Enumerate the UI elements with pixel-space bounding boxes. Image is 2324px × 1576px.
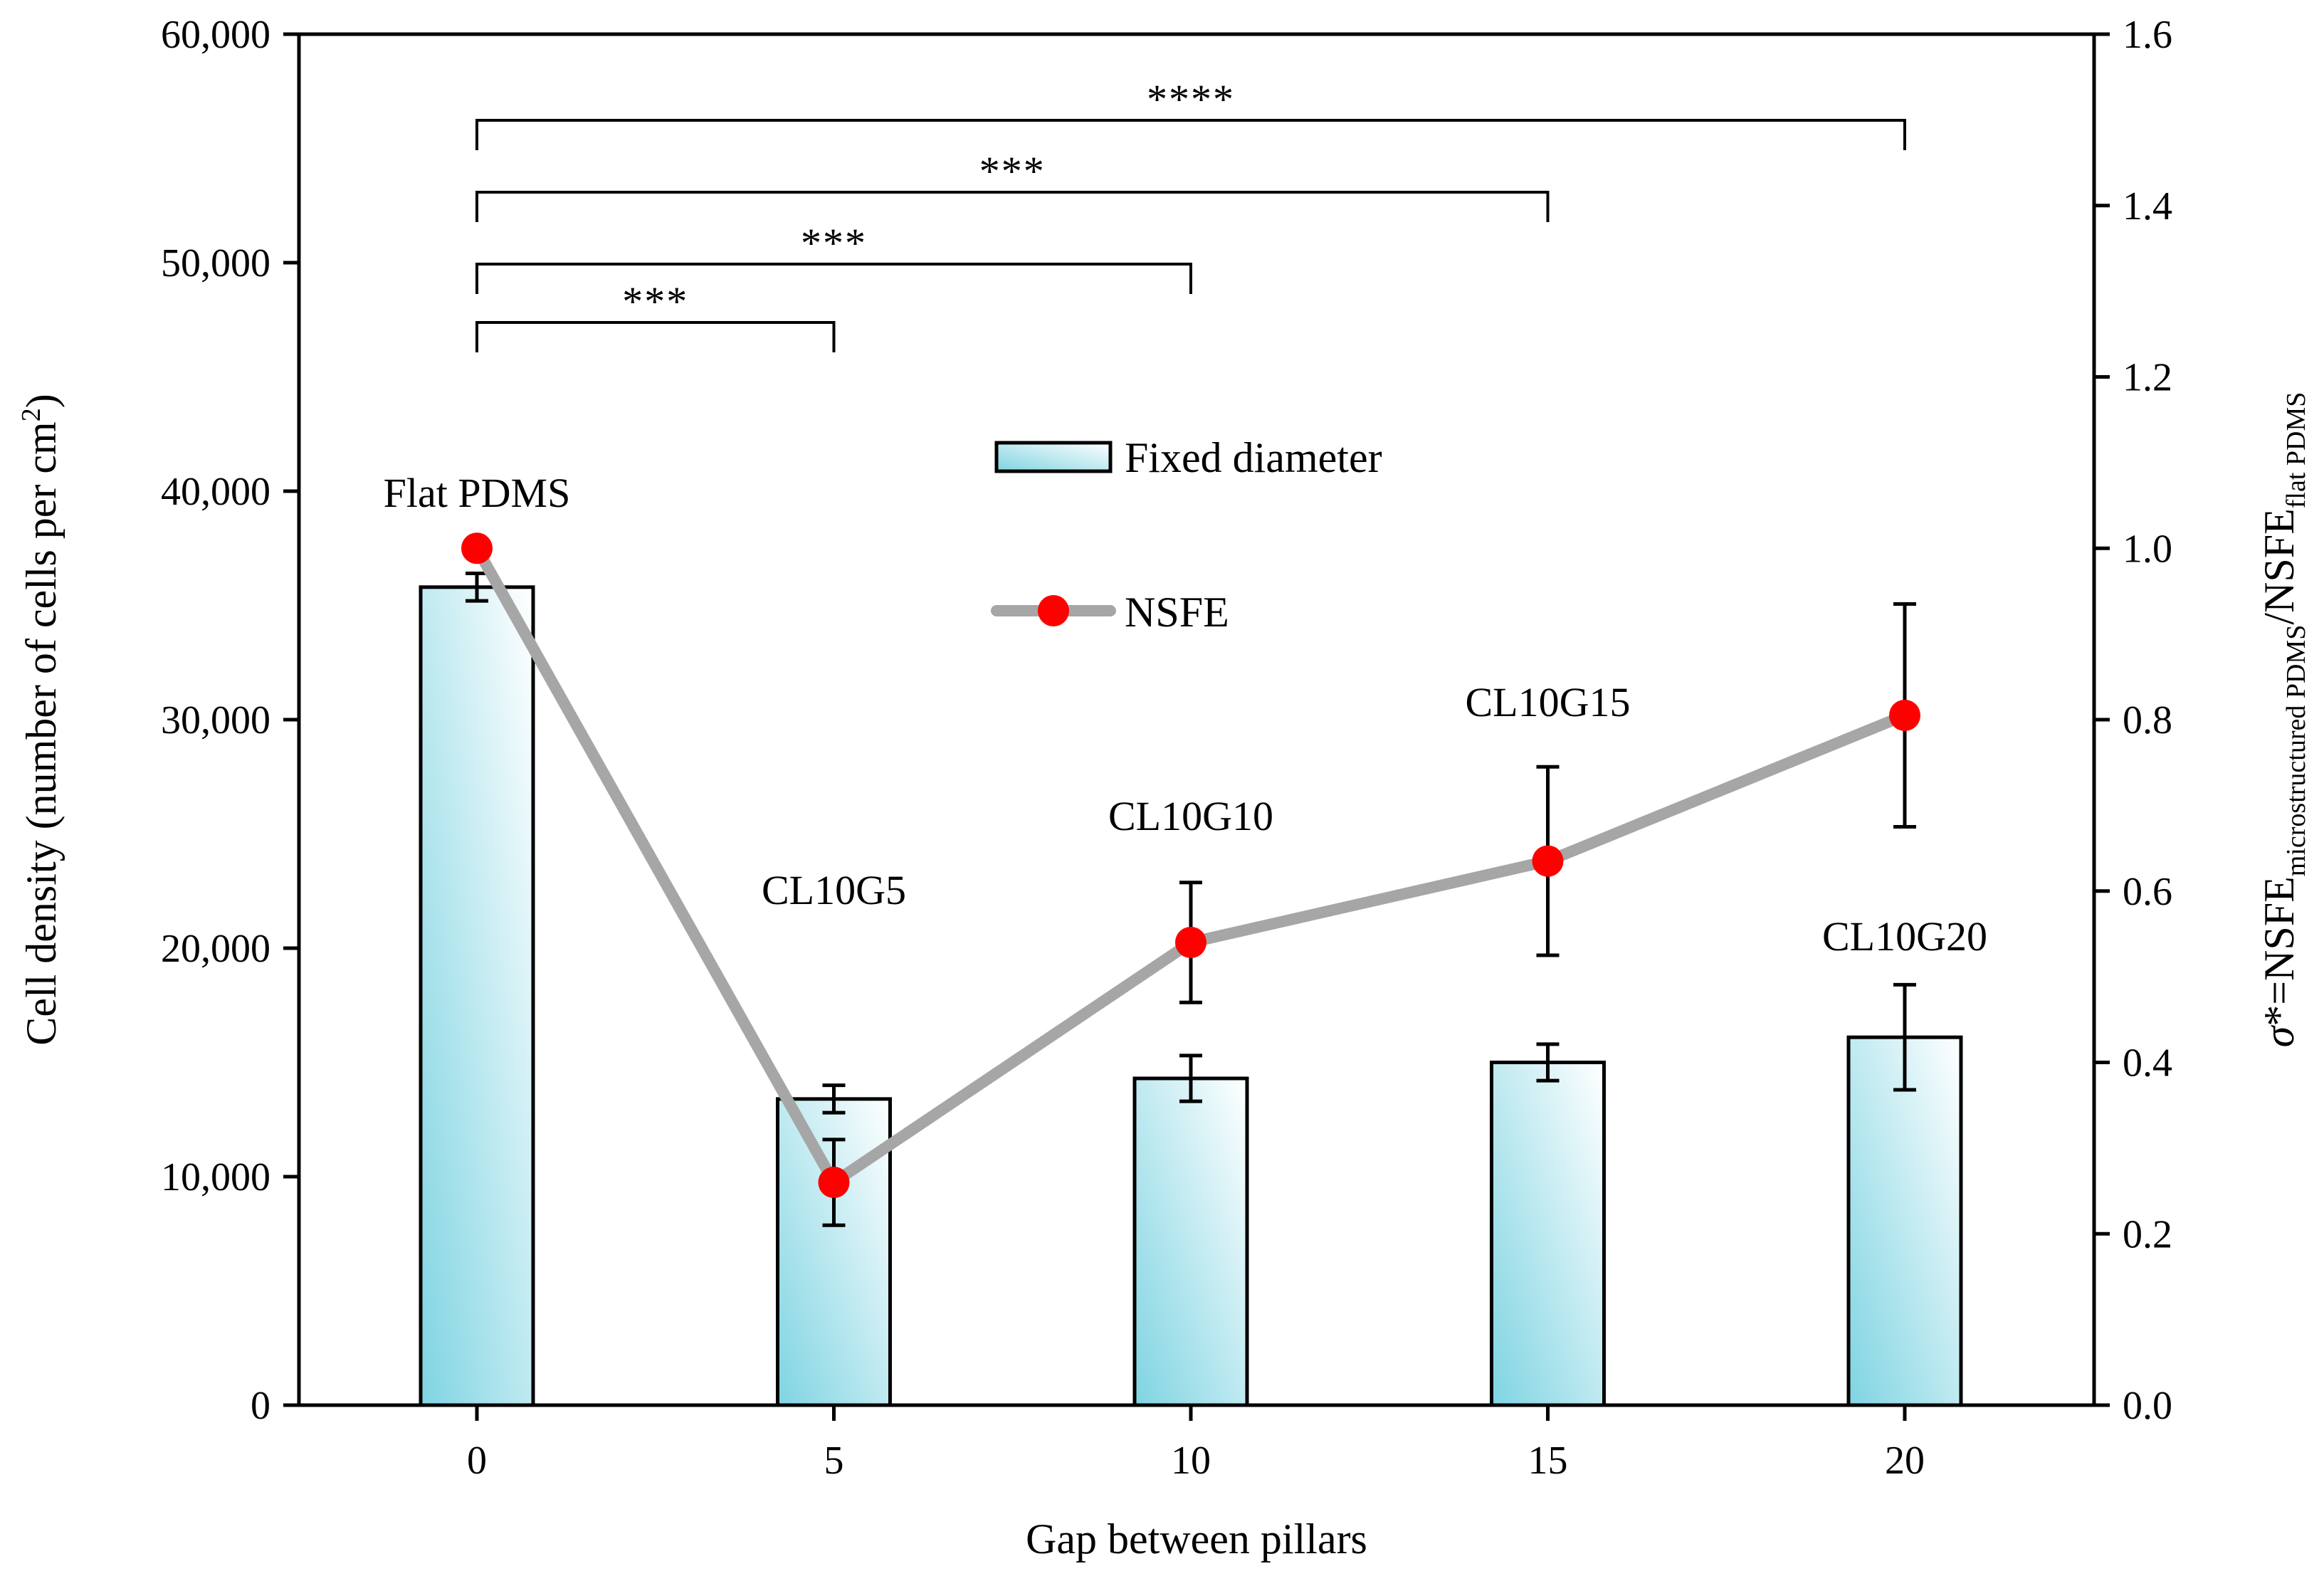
point-label-5: CL10G5 [762, 867, 906, 913]
legend-line-marker [1038, 595, 1069, 626]
y-tick-label: 20,000 [161, 927, 270, 971]
x-tick-label: 10 [1171, 1439, 1211, 1483]
significance-bracket [475, 321, 836, 352]
significance-bracket [475, 263, 1192, 294]
significance-label: *** [979, 148, 1046, 194]
y-axis-title: Cell density (number of cells per cm2) [16, 394, 65, 1045]
y-tick-label: 10,000 [161, 1155, 270, 1199]
nsfe-point-10 [1175, 926, 1206, 958]
point-label-0: Flat PDMS [384, 470, 571, 516]
point-label-20: CL10G20 [1822, 913, 1987, 960]
significance-brackets: ************* [475, 76, 1906, 352]
legend-bar-label: Fixed diameter [1125, 434, 1382, 481]
significance-label: *** [622, 278, 688, 325]
bar-15 [1490, 1061, 1606, 1407]
nsfe-line-series [461, 532, 1920, 1227]
y2-tick-label: 0.6 [2123, 870, 2172, 914]
legend-line-label: NSFE [1125, 589, 1229, 636]
point-label-15: CL10G15 [1466, 679, 1631, 725]
x-tick-label: 5 [824, 1439, 844, 1483]
significance-label: **** [1147, 76, 1235, 122]
bar-10 [1132, 1076, 1249, 1407]
nsfe-point-20 [1889, 699, 1920, 731]
x-tick-label: 15 [1528, 1439, 1568, 1483]
y2-tick-label: 1.4 [2123, 184, 2172, 228]
y2-tick-label: 1.0 [2123, 527, 2172, 571]
y2-tick-label: 0.0 [2123, 1384, 2172, 1428]
y-tick-label: 0 [251, 1384, 270, 1428]
significance-label: *** [801, 220, 867, 266]
bar-20 [1846, 1035, 1963, 1407]
y2-tick-label: 1.2 [2123, 356, 2172, 400]
y2-axis-title: σ*=NSFEmicrostructured PDMS/NSFEflat PDM… [2256, 392, 2311, 1048]
y2-tick-label: 1.6 [2123, 13, 2172, 57]
y2-tick-label: 0.8 [2123, 698, 2172, 742]
bar-0 [419, 585, 535, 1407]
axis-ticks: 0 10,000 20,000 30,000 40,000 50,000 60,000 0.0… [161, 13, 2172, 1483]
y-tick-label: 50,000 [161, 241, 270, 285]
x-tick-label: 20 [1885, 1439, 1925, 1483]
nsfe-point-0 [461, 532, 493, 564]
y-tick-label: 30,000 [161, 698, 270, 742]
x-tick-label: 0 [467, 1439, 487, 1483]
nsfe-point-5 [818, 1167, 850, 1199]
significance-bracket [475, 191, 1550, 222]
y2-tick-label: 0.4 [2123, 1041, 2172, 1086]
legend: Fixed diameter NSFE [991, 434, 1382, 636]
x-axis-title: Gap between pillars [1026, 1515, 1367, 1562]
legend-bar-swatch [994, 441, 1113, 473]
y2-tick-label: 0.2 [2123, 1212, 2172, 1256]
y-tick-label: 60,000 [161, 13, 270, 57]
y-tick-label: 40,000 [161, 470, 270, 514]
significance-bracket [475, 119, 1906, 150]
nsfe-point-15 [1532, 845, 1564, 877]
point-label-10: CL10G10 [1108, 793, 1273, 839]
